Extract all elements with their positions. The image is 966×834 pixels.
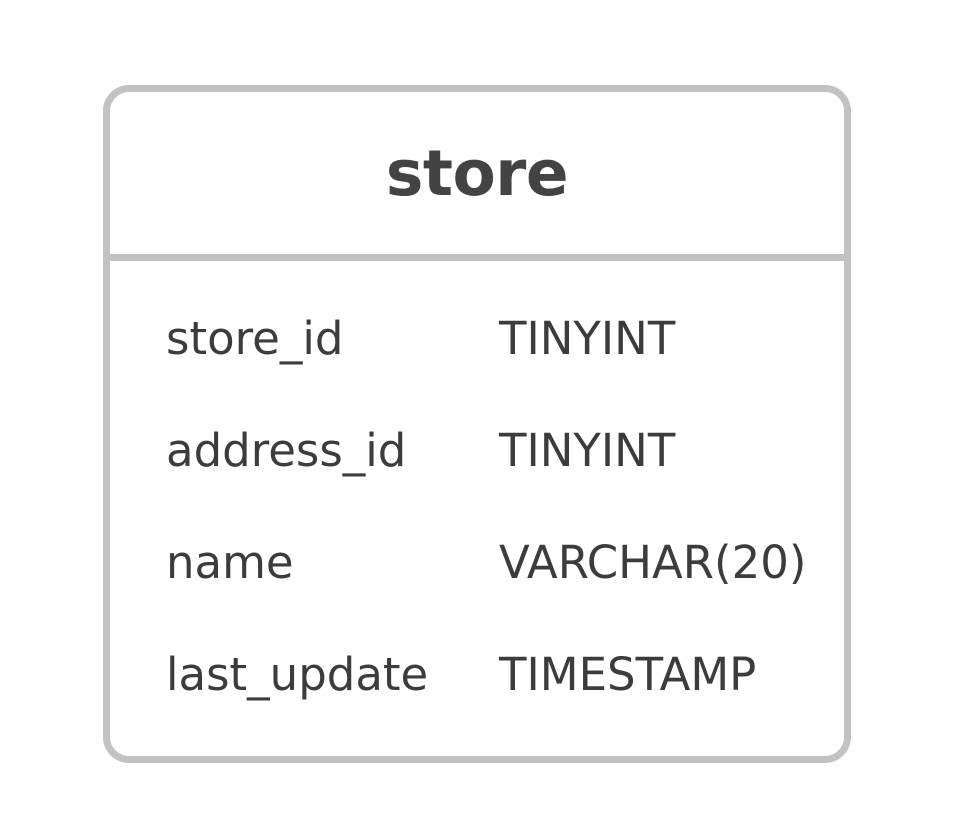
entity-column-list: store_id TINYINT address_id TINYINT name… — [110, 261, 844, 756]
table-row[interactable]: last_update TIMESTAMP — [110, 619, 844, 731]
entity-header: store — [110, 92, 844, 261]
column-name: store_id — [166, 312, 344, 366]
column-name: address_id — [166, 424, 407, 478]
entity-table-store[interactable]: store store_id TINYINT address_id TINYIN… — [103, 85, 851, 763]
entity-title: store — [385, 136, 569, 210]
column-type: TINYINT — [499, 312, 676, 366]
column-type: VARCHAR(20) — [499, 536, 807, 590]
table-row[interactable]: name VARCHAR(20) — [110, 507, 844, 619]
column-type: TINYINT — [499, 424, 676, 478]
column-type: TIMESTAMP — [499, 648, 757, 702]
column-name: name — [166, 536, 294, 590]
column-name: last_update — [166, 648, 429, 702]
table-row[interactable]: address_id TINYINT — [110, 395, 844, 507]
table-row[interactable]: store_id TINYINT — [110, 283, 844, 395]
